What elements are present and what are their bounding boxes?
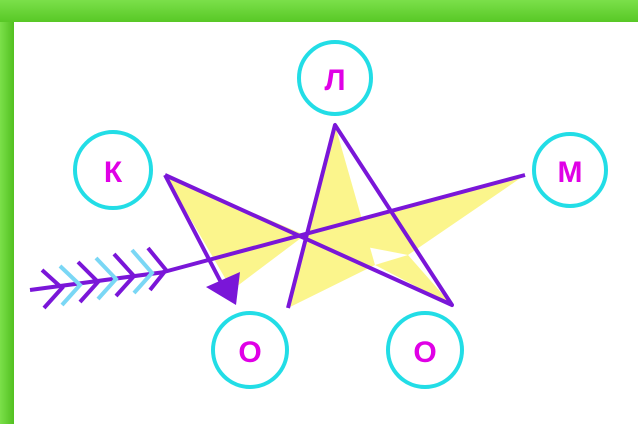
node-k: К: [75, 132, 151, 208]
node-o-left-letter: О: [238, 336, 261, 369]
node-m: М: [534, 134, 606, 206]
node-k-letter: К: [104, 156, 123, 189]
node-o-left: О: [213, 313, 287, 387]
node-l: Л: [299, 42, 371, 114]
feathered-arrow-icon: [30, 248, 166, 308]
node-m-letter: М: [558, 156, 583, 189]
star-icon: [160, 125, 525, 308]
node-l-letter: Л: [324, 64, 345, 97]
arrowhead-icon: [206, 272, 240, 305]
node-o-right-letter: О: [413, 336, 436, 369]
node-o-right: О: [388, 313, 462, 387]
